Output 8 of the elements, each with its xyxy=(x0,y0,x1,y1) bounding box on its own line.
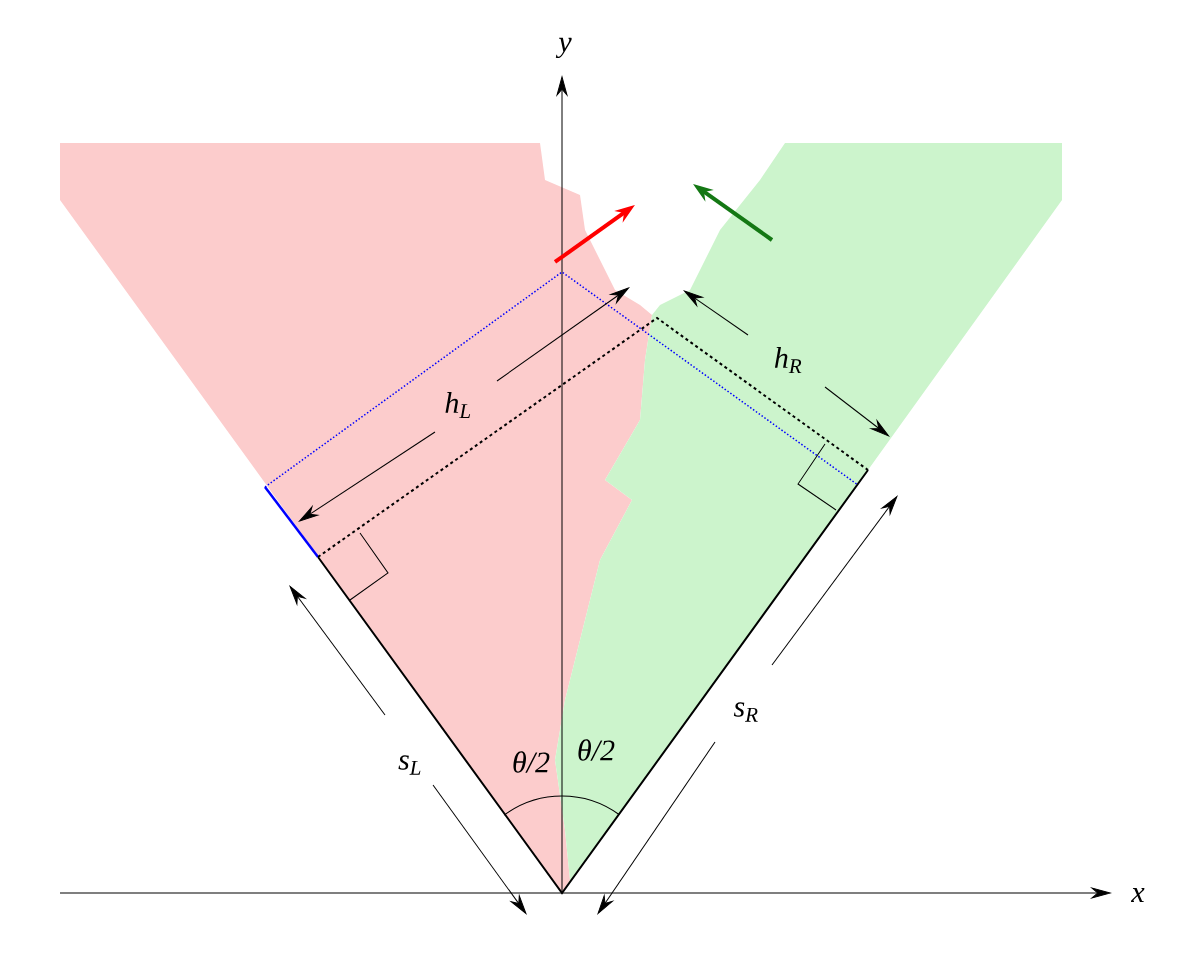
angle-label: θ/2 xyxy=(578,739,615,761)
axis-label: x xyxy=(1131,888,1145,902)
dimension-label: h$_{R}$ xyxy=(774,347,802,373)
angle-label: θ/2 xyxy=(513,751,550,773)
dimension-label: s$_{L}$ xyxy=(398,755,421,775)
dimension-label: s$_{R}$ xyxy=(733,702,758,722)
dimension-label: h$_{L}$ xyxy=(445,392,471,418)
axis-label: y xyxy=(555,37,572,59)
